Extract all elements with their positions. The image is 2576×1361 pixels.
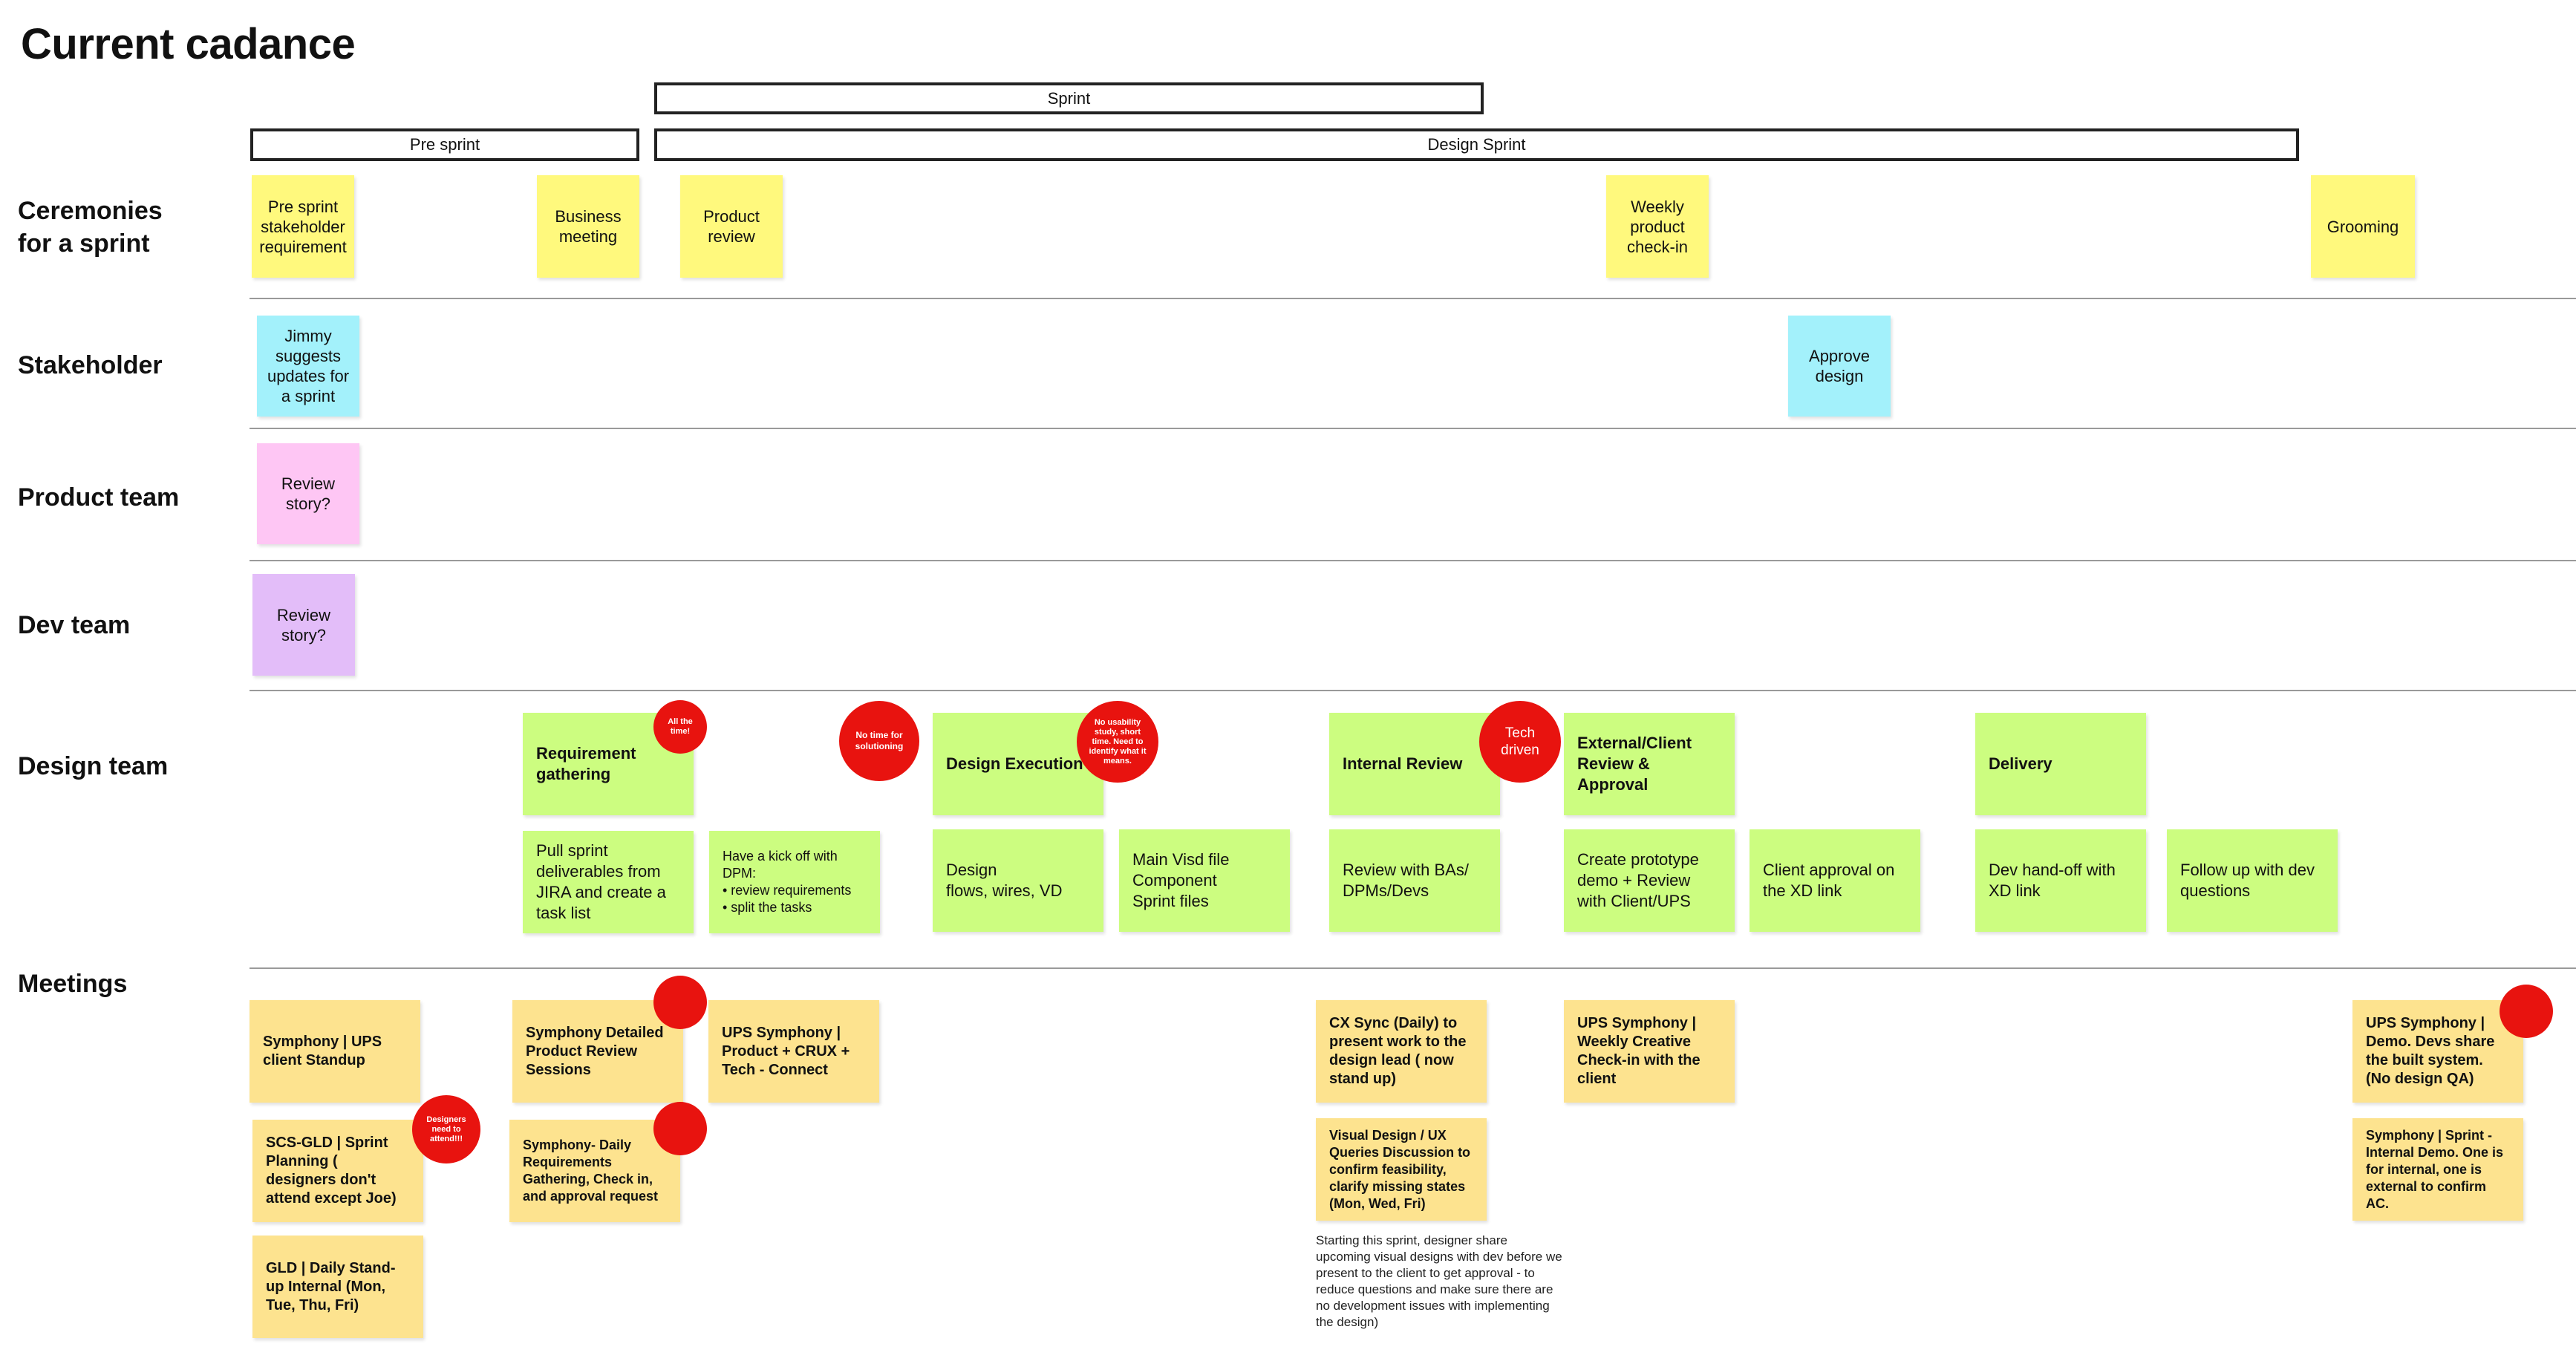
sticky-client-approval[interactable]: Client approval on the XD link	[1750, 829, 1920, 932]
sticky-cx-sync[interactable]: CX Sync (Daily) to present work to the d…	[1316, 1000, 1487, 1103]
sticky-text: Delivery	[1989, 754, 2052, 773]
sticky-text: Business meeting	[555, 207, 622, 246]
alert-dot-text: Tech driven	[1501, 725, 1539, 758]
alert-dot[interactable]	[653, 1102, 707, 1155]
sticky-text: Symphony- Daily Requirements Gathering, …	[523, 1138, 659, 1204]
alert-dot-no-usability[interactable]: No usability study, short time. Need to …	[1077, 701, 1158, 783]
sticky-dev-hand-off[interactable]: Dev hand-off with XD link	[1975, 829, 2146, 932]
sticky-text: UPS Symphony | Product + CRUX + Tech - C…	[722, 1024, 850, 1078]
sticky-create-prototype[interactable]: Create prototype demo + Review with Clie…	[1564, 829, 1735, 932]
sticky-text: Review story?	[276, 605, 331, 644]
sticky-text: Have a kick off with DPM: • review requi…	[723, 849, 852, 915]
sticky-text: Create prototype demo + Review with Clie…	[1577, 850, 1699, 910]
row-divider	[250, 298, 2576, 299]
sticky-text: Main Visd file Component Sprint files	[1132, 850, 1230, 910]
row-divider	[250, 428, 2576, 429]
sticky-text: CX Sync (Daily) to present work to the d…	[1329, 1015, 1467, 1087]
sticky-internal-demo[interactable]: Symphony | Sprint - Internal Demo. One i…	[2352, 1118, 2523, 1221]
sticky-demo[interactable]: UPS Symphony | Demo. Devs share the buil…	[2352, 1000, 2523, 1103]
sticky-pre-sprint-requirement[interactable]: Pre sprint stakeholder requirement	[252, 175, 354, 278]
sticky-design-execution[interactable]: Design Execution	[933, 713, 1103, 815]
sprint-bracket: Sprint	[654, 82, 1484, 114]
sticky-text: Requirement gathering	[536, 744, 636, 783]
row-label-meetings: Meetings	[18, 970, 128, 998]
sticky-text: Internal Review	[1343, 754, 1463, 773]
pre-sprint-bracket: Pre sprint	[250, 128, 639, 161]
sticky-crux-connect[interactable]: UPS Symphony | Product + CRUX + Tech - C…	[708, 1000, 879, 1103]
sticky-text: Review with BAs/ DPMs/Devs	[1343, 861, 1469, 900]
sticky-product-review-story[interactable]: Review story?	[257, 443, 359, 544]
alert-dot-designers-attend[interactable]: Designers need to attend!!!	[412, 1095, 480, 1163]
alert-dot[interactable]	[2500, 985, 2553, 1038]
alert-dot-all-the-time[interactable]: All the time!	[653, 700, 707, 754]
sticky-text: Symphony | UPS client Standup	[263, 1034, 382, 1068]
pre-sprint-bracket-label: Pre sprint	[409, 135, 480, 154]
sticky-business-meeting[interactable]: Business meeting	[537, 175, 639, 278]
sticky-kick-off-dpm[interactable]: Have a kick off with DPM: • review requi…	[709, 831, 880, 933]
row-label-product-team: Product team	[18, 483, 180, 512]
sticky-text: Visual Design / UX Queries Discussion to…	[1329, 1127, 1471, 1211]
sticky-text: External/Client Review & Approval	[1577, 734, 1692, 794]
sticky-text: Pull sprint deliverables from JIRA and c…	[536, 841, 666, 922]
sticky-text: Approve design	[1809, 347, 1870, 385]
row-label-dev-team: Dev team	[18, 611, 131, 639]
row-divider	[250, 690, 2576, 691]
sticky-text: UPS Symphony | Demo. Devs share the buil…	[2366, 1015, 2495, 1087]
sticky-text: Weekly product check-in	[1627, 197, 1688, 256]
sticky-internal-review[interactable]: Internal Review	[1329, 713, 1500, 815]
sticky-pull-sprint-deliverables[interactable]: Pull sprint deliverables from JIRA and c…	[523, 831, 694, 933]
sticky-client-standup[interactable]: Symphony | UPS client Standup	[250, 1000, 420, 1103]
sticky-approve-design[interactable]: Approve design	[1788, 316, 1891, 417]
design-sprint-bracket-label: Design Sprint	[1427, 135, 1526, 154]
sticky-sprint-planning[interactable]: SCS-GLD | Sprint Planning ( designers do…	[252, 1120, 423, 1222]
sticky-text: Pre sprint stakeholder requirement	[259, 197, 347, 256]
row-label-ceremonies: Ceremonies for a sprint	[18, 197, 163, 258]
sticky-text: UPS Symphony | Weekly Creative Check-in …	[1577, 1015, 1701, 1087]
sticky-text: Design flows, wires, VD	[946, 861, 1063, 900]
page-title: Current cadance	[21, 20, 356, 68]
design-sprint-bracket: Design Sprint	[654, 128, 2299, 161]
sticky-weekly-check-in[interactable]: Weekly product check-in	[1606, 175, 1709, 278]
row-label-design-team: Design team	[18, 752, 169, 780]
sticky-dev-review-story[interactable]: Review story?	[252, 574, 355, 676]
alert-dot-text: All the time!	[668, 717, 693, 736]
sticky-jimmy-suggests[interactable]: Jimmy suggests updates for a sprint	[257, 316, 359, 417]
sticky-review-with-bas[interactable]: Review with BAs/ DPMs/Devs	[1329, 829, 1500, 932]
alert-dot-no-time[interactable]: No time for solutioning	[839, 701, 919, 781]
sticky-text: GLD | Daily Stand-up Internal (Mon, Tue,…	[266, 1259, 396, 1313]
alert-dot-tech-driven[interactable]: Tech driven	[1479, 701, 1561, 783]
sticky-main-visd-file[interactable]: Main Visd file Component Sprint files	[1119, 829, 1290, 932]
sticky-visual-design-queries[interactable]: Visual Design / UX Queries Discussion to…	[1316, 1118, 1487, 1221]
sticky-text: Jimmy suggests updates for a sprint	[267, 327, 350, 405]
annotation-text: Starting this sprint, designer share upc…	[1316, 1233, 1562, 1329]
sticky-text: Symphony Detailed Product Review Session…	[526, 1024, 664, 1078]
sticky-text: Design Execution	[946, 754, 1083, 773]
sticky-text: Symphony | Sprint - Internal Demo. One i…	[2366, 1127, 2504, 1211]
sticky-detailed-product-review[interactable]: Symphony Detailed Product Review Session…	[512, 1000, 683, 1103]
row-divider	[250, 967, 2576, 969]
row-label-stakeholder: Stakeholder	[18, 351, 163, 379]
sticky-product-review[interactable]: Product review	[680, 175, 783, 278]
alert-dot-text: Designers need to attend!!!	[426, 1114, 466, 1143]
sticky-text: Dev hand-off with XD link	[1989, 861, 2116, 900]
sticky-text: Follow up with dev questions	[2180, 861, 2315, 900]
sticky-text: Client approval on the XD link	[1763, 861, 1895, 900]
sticky-text: Review story?	[281, 474, 336, 513]
sticky-daily-requirements[interactable]: Symphony- Daily Requirements Gathering, …	[509, 1120, 680, 1222]
sticky-follow-up-dev[interactable]: Follow up with dev questions	[2167, 829, 2338, 932]
sticky-weekly-creative[interactable]: UPS Symphony | Weekly Creative Check-in …	[1564, 1000, 1735, 1103]
alert-dot[interactable]	[653, 976, 707, 1029]
sticky-grooming[interactable]: Grooming	[2311, 175, 2415, 278]
row-divider	[250, 560, 2576, 561]
sticky-text: SCS-GLD | Sprint Planning ( designers do…	[266, 1135, 397, 1207]
alert-dot-text: No usability study, short time. Need to …	[1089, 717, 1147, 766]
alert-dot-text: No time for solutioning	[855, 730, 904, 751]
sticky-design-flows[interactable]: Design flows, wires, VD	[933, 829, 1103, 932]
sticky-external-client-review[interactable]: External/Client Review & Approval	[1564, 713, 1735, 815]
sticky-text: Product review	[703, 207, 760, 246]
sticky-daily-standup[interactable]: GLD | Daily Stand-up Internal (Mon, Tue,…	[252, 1236, 423, 1338]
sprint-bracket-label: Sprint	[1047, 88, 1091, 108]
sticky-text: Grooming	[2326, 217, 2399, 236]
sticky-delivery[interactable]: Delivery	[1975, 713, 2146, 815]
